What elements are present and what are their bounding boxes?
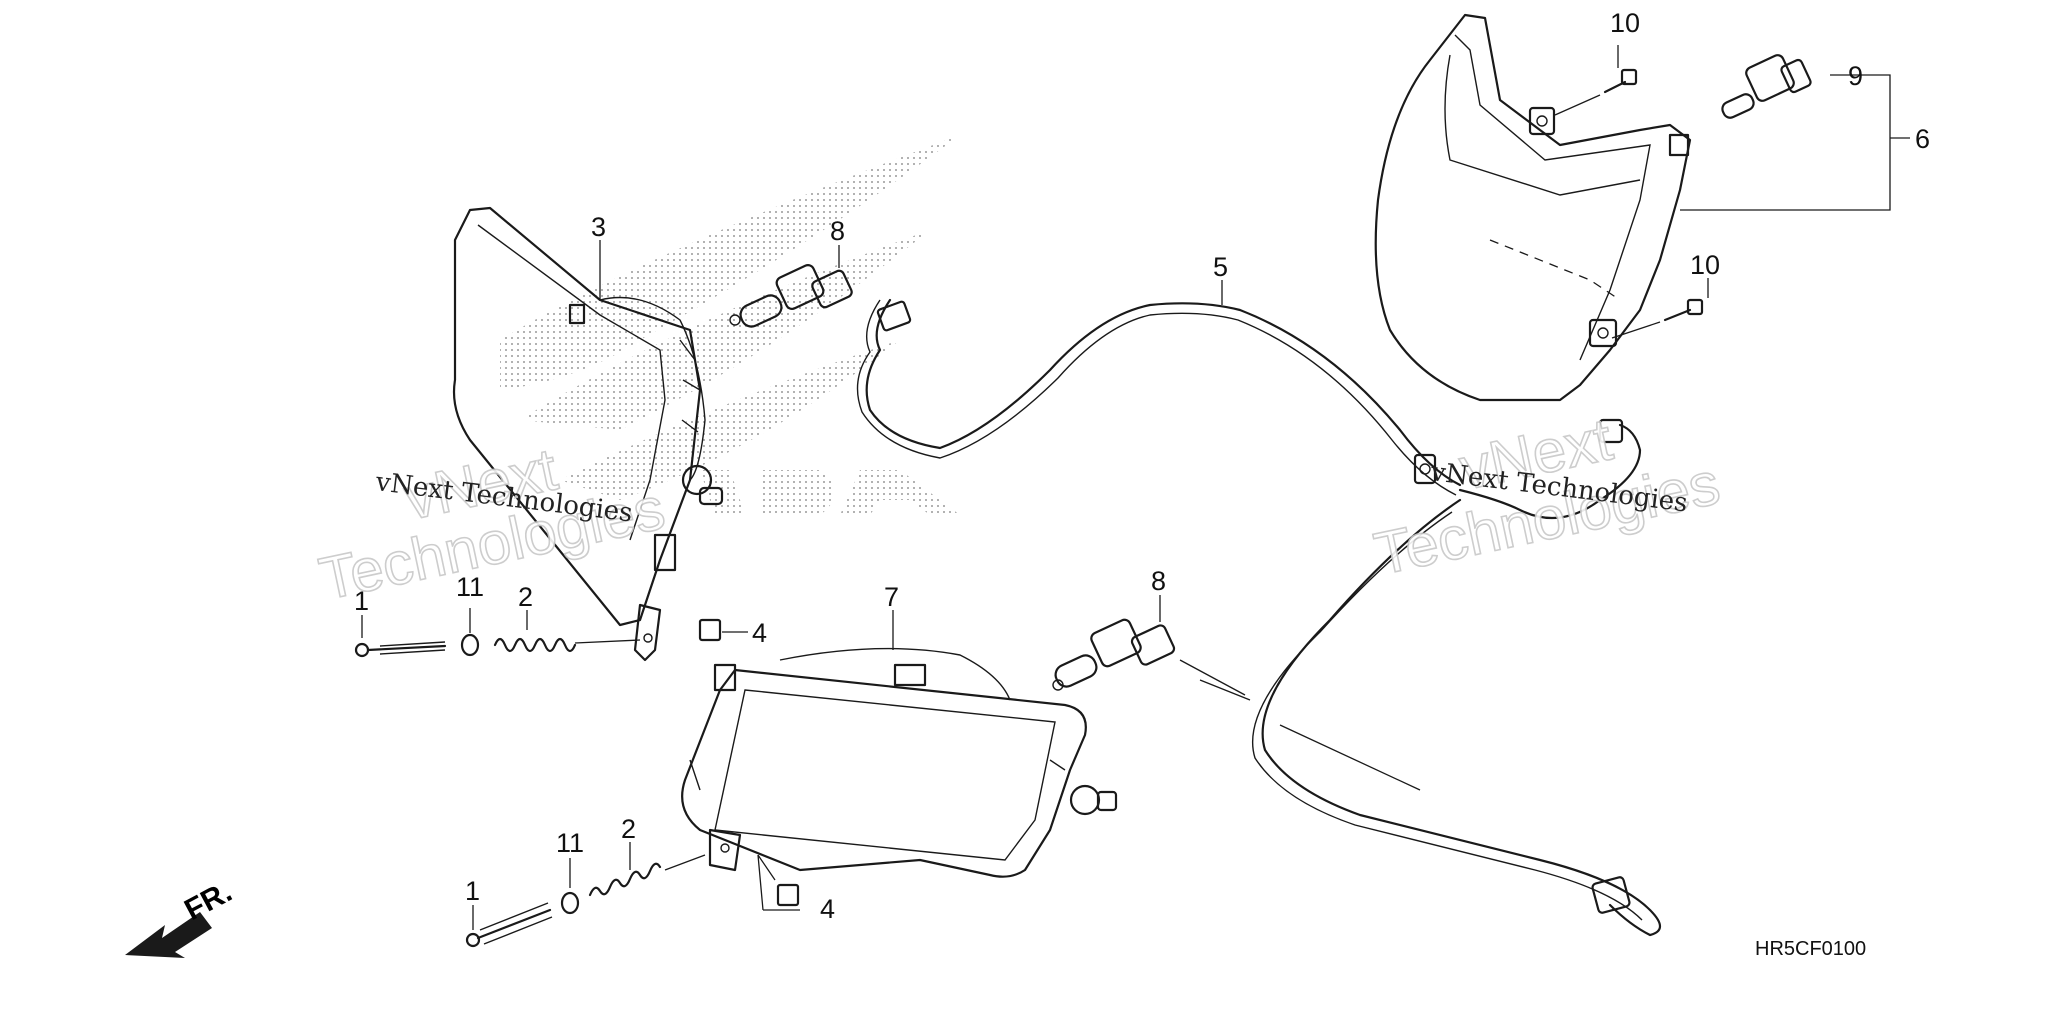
callout-2-lower: 2	[621, 814, 636, 844]
position-bulb	[1721, 54, 1812, 119]
callout-3: 3	[591, 212, 606, 242]
callout-2-upper: 2	[518, 582, 533, 612]
callout-10-upper: 10	[1610, 8, 1640, 38]
upper-housing	[1374, 13, 1692, 402]
watermark-right: vNext Technologies vNext Technologies	[1368, 404, 1726, 588]
fasteners-lower	[465, 854, 800, 948]
callout-10-lower: 10	[1690, 250, 1720, 280]
bulb-lower	[1052, 618, 1246, 696]
headlight-lower	[681, 647, 1118, 878]
callout-11-lower: 11	[556, 828, 584, 858]
callout-6: 6	[1915, 124, 1930, 154]
headlight-upper	[452, 206, 724, 662]
callout-4-lower: 4	[820, 894, 835, 924]
fr-label: FR.	[179, 875, 237, 927]
callout-4-upper: 4	[752, 618, 767, 648]
screw-upper	[1554, 68, 1638, 116]
diagram-code: HR5CF0100	[1755, 938, 1866, 960]
callout-8-upper: 8	[830, 216, 845, 246]
callouts: 3 8 5 10 9 6 10 1 11 2 4 7 8 1 11 2 4	[354, 8, 1930, 924]
fasteners-upper	[354, 618, 748, 658]
callout-5: 5	[1213, 252, 1228, 282]
bulb-upper	[729, 264, 853, 328]
callout-leaders	[361, 45, 1910, 930]
callout-11-upper: 11	[456, 572, 484, 602]
front-direction-arrow: FR.	[125, 875, 237, 958]
wire-harness	[856, 298, 1662, 937]
brand-logo-watermark	[500, 135, 960, 515]
callout-1-lower: 1	[465, 876, 480, 906]
callout-1-upper: 1	[354, 586, 369, 616]
callout-9: 9	[1848, 61, 1863, 91]
callout-7: 7	[884, 582, 899, 612]
callout-8-lower: 8	[1151, 566, 1166, 596]
screw-lower	[1611, 298, 1704, 339]
